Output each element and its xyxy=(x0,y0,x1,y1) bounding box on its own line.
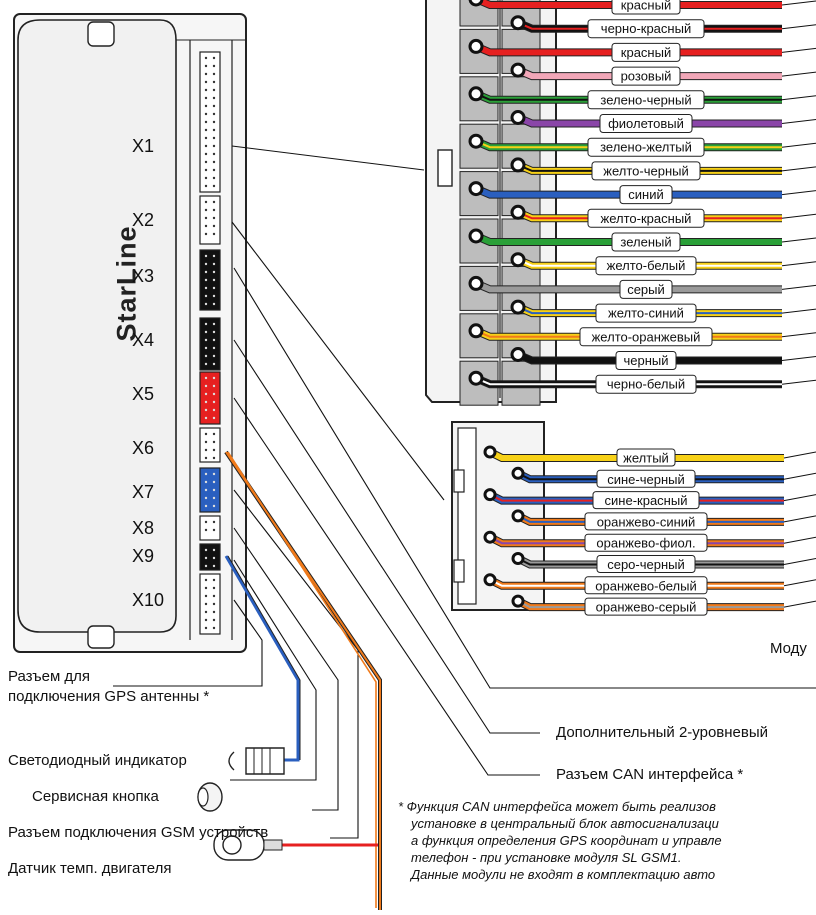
lower-wire-label: оранжево-фиол. xyxy=(596,536,695,551)
footnote-line-1: * Функция CAN интерфейса может быть реал… xyxy=(398,799,716,814)
module-label: Моду xyxy=(770,640,807,657)
upper-wire-8: синий xyxy=(468,181,816,205)
footnote-line-5: Данные модули не входят в комплектацию а… xyxy=(411,867,716,882)
connector-label-x9: X9 xyxy=(132,546,155,566)
lower-wire-0: желтый xyxy=(483,445,816,467)
upper-wires: красный черно-красный красный розовый зелено… xyxy=(468,0,816,394)
lower-wire-label: серо-черный xyxy=(607,557,685,572)
upper-wire-15: черный xyxy=(510,347,816,370)
gps-label-line1: Разъем для xyxy=(8,668,91,685)
lower-wires: желтый сине-черный сине-красный оранжево-си… xyxy=(483,445,816,616)
lower-wire-1: сине-черный xyxy=(511,466,816,488)
connector-label-x5: X5 xyxy=(132,384,155,404)
connector-label-x2: X2 xyxy=(132,210,155,230)
upper-connector-block: красный черно-красный красный розовый зелено… xyxy=(425,0,816,406)
footnote-line-3: а функция определения GPS координат и уп… xyxy=(411,833,722,848)
upper-wire-13: желто-синий xyxy=(510,299,816,323)
service-button-label: Сервисная кнопка xyxy=(32,788,159,805)
lower-wire-4: оранжево-фиол. xyxy=(483,530,816,552)
temp-sensor-icon xyxy=(213,829,283,861)
upper-wire-label: черно-белый xyxy=(607,377,685,392)
upper-wire-label: желто-красный xyxy=(601,211,692,226)
connector-label-x4: X4 xyxy=(132,330,155,350)
upper-wire-5: фиолетовый xyxy=(510,110,816,133)
lower-wire-label: сине-красный xyxy=(605,493,688,508)
extra-2level-label: Дополнительный 2-уровневый xyxy=(556,724,769,741)
lower-wire-label: оранжево-белый xyxy=(595,578,696,593)
unit-connector-x6 xyxy=(199,427,221,463)
unit-connector-x7 xyxy=(199,467,221,513)
lower-wire-5: серо-черный xyxy=(511,552,816,573)
upper-wire-label: красный xyxy=(621,0,671,13)
footnote-line-4: телефон - при установке модуля SL GSM1. xyxy=(411,850,682,865)
upper-wire-3: розовый xyxy=(510,62,816,86)
upper-wire-11: желто-белый xyxy=(510,252,816,276)
upper-wire-4: зелено-черный xyxy=(468,86,816,110)
upper-wire-2: красный xyxy=(468,38,816,62)
upper-wire-12: серый xyxy=(468,275,816,299)
upper-wire-label: зеленый xyxy=(620,235,671,250)
gsm-connector-label: Разъем подключения GSM устройств xyxy=(8,824,269,841)
unit-connectors xyxy=(199,51,221,635)
connector-label-x7: X7 xyxy=(132,482,155,502)
lower-connector-block: желтый сине-черный сине-красный оранжево-си… xyxy=(451,421,816,616)
lower-wire-2: сине-красный xyxy=(483,488,816,510)
upper-wire-14: желто-оранжевый xyxy=(468,323,816,347)
connector-label-x6: X6 xyxy=(132,438,155,458)
upper-wire-label: желто-белый xyxy=(607,258,686,273)
upper-wire-7: желто-черный xyxy=(510,157,816,181)
upper-wire-label: желто-синий xyxy=(608,306,684,321)
upper-wire-label: черный xyxy=(623,353,668,368)
can-connector-label: Разъем CAN интерфейса * xyxy=(556,766,744,783)
lower-wire-label: желтый xyxy=(623,451,669,466)
leader-lines xyxy=(113,145,816,839)
lower-wire-3: оранжево-синий xyxy=(511,509,816,531)
upper-wire-0: красный xyxy=(468,0,816,15)
unit-connector-x10 xyxy=(199,573,221,635)
upper-wire-label: желто-черный xyxy=(603,163,688,178)
upper-wire-label: черно-красный xyxy=(601,21,691,36)
upper-wire-6: зелено-желтый xyxy=(468,133,816,157)
unit-connector-x3 xyxy=(199,249,221,311)
connector-label-x3: X3 xyxy=(132,266,155,286)
upper-wire-label: зелено-черный xyxy=(600,92,691,107)
lower-wire-label: оранжево-серый xyxy=(596,600,697,615)
lower-wire-7: оранжево-серый xyxy=(511,594,816,616)
lower-wire-6: оранжево-белый xyxy=(483,573,816,595)
upper-wire-label: зелено-желтый xyxy=(600,140,692,155)
temp-sensor-label: Датчик темп. двигателя xyxy=(8,860,172,877)
upper-wire-label: серый xyxy=(627,282,665,297)
lower-wire-label: сине-черный xyxy=(607,472,685,487)
cables xyxy=(224,450,382,910)
unit-connector-x2 xyxy=(199,195,221,245)
connector-label-x1: X1 xyxy=(132,136,155,156)
upper-wire-label: желто-оранжевый xyxy=(592,329,701,344)
upper-wire-label: синий xyxy=(628,187,663,202)
unit-connector-x9 xyxy=(199,543,221,571)
upper-wire-1: черно-красный xyxy=(510,15,816,39)
upper-wire-label: красный xyxy=(621,45,671,60)
upper-wire-9: желто-красный xyxy=(510,204,816,228)
unit-connector-x1 xyxy=(199,51,221,193)
upper-wire-16: черно-белый xyxy=(468,370,816,394)
lower-wire-label: оранжево-синий xyxy=(597,514,696,529)
led-indicator-icon xyxy=(228,747,285,775)
upper-wire-label: фиолетовый xyxy=(608,116,684,131)
main-unit xyxy=(13,13,247,653)
service-button-icon xyxy=(197,782,223,812)
gps-label-line2: подключения GPS антенны * xyxy=(8,688,210,705)
connector-label-x8: X8 xyxy=(132,518,155,538)
upper-wire-10: зеленый xyxy=(468,228,816,252)
connector-label-x10: X10 xyxy=(132,590,165,610)
unit-connector-x4 xyxy=(199,317,221,371)
unit-connector-x5 xyxy=(199,371,221,425)
footnote-line-2: установке в центральный блок автосигнали… xyxy=(411,816,719,831)
led-label: Светодиодный индикатор xyxy=(8,752,187,769)
unit-connector-x8 xyxy=(199,515,221,541)
upper-wire-label: розовый xyxy=(621,69,672,84)
